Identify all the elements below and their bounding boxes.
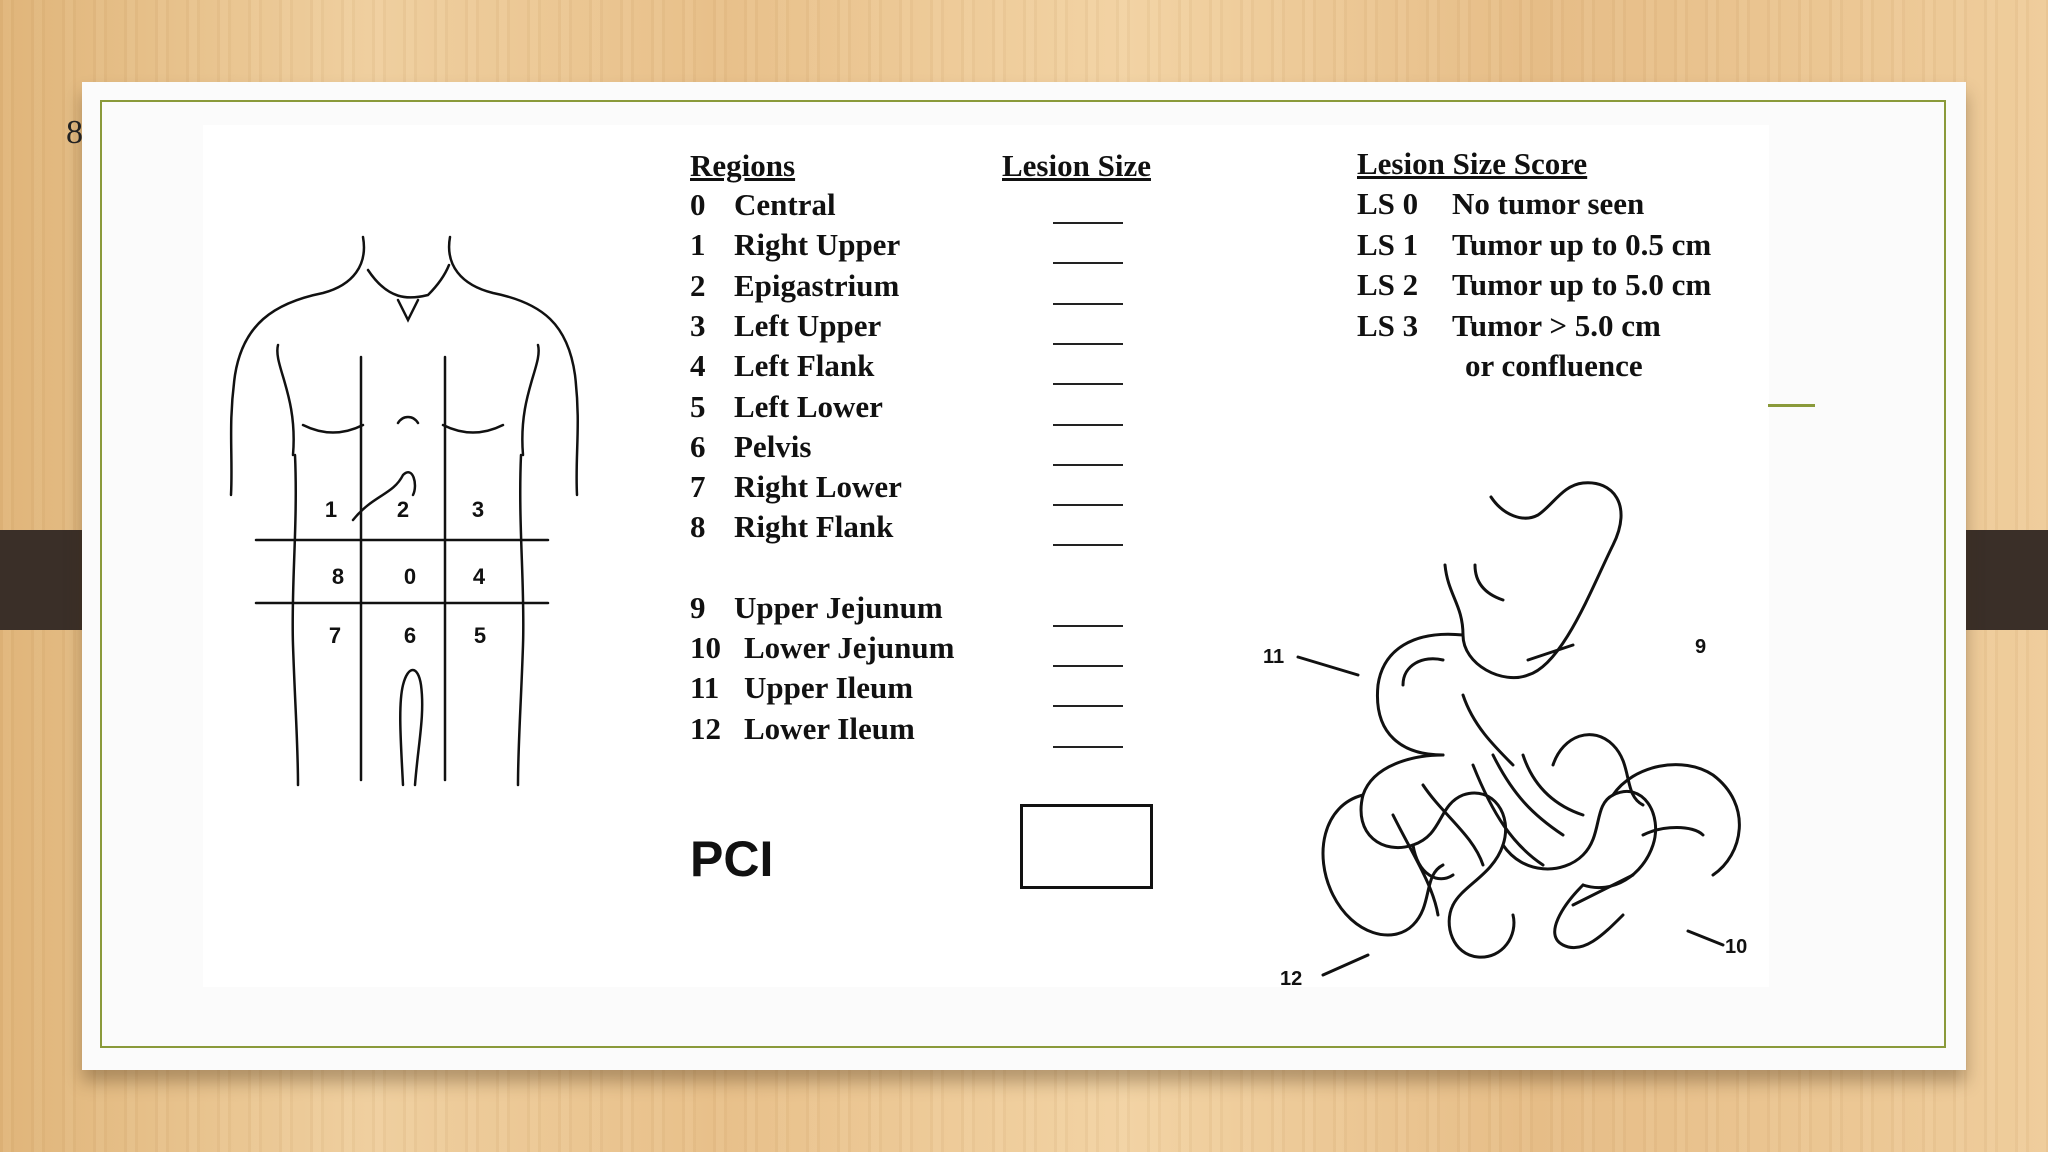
- lesion-size-blank[interactable]: [1053, 624, 1123, 627]
- score-description: No tumor seen: [1452, 186, 1645, 221]
- region-number: 6: [690, 428, 706, 464]
- score-description: Tumor > 5.0 cm: [1452, 307, 1661, 343]
- lesion-size-blank[interactable]: [1053, 342, 1123, 345]
- score-description: Tumor up to 0.5 cm: [1452, 226, 1712, 262]
- bowel-label-12: 12: [1280, 968, 1302, 990]
- bowel-label-10: 10: [1725, 936, 1747, 958]
- region-name: Right Flank: [734, 509, 894, 545]
- torso-label-2: 2: [397, 497, 409, 522]
- region-number: 5: [690, 388, 706, 424]
- score-code: LS 2: [1357, 267, 1419, 302]
- lesion-size-heading: Lesion Size: [1002, 148, 1151, 183]
- lesion-size-blank[interactable]: [1053, 302, 1123, 305]
- region-number: 12: [690, 710, 721, 746]
- slide-frame: [100, 100, 1946, 1048]
- torso-label-4: 4: [473, 564, 486, 589]
- page-number: 8: [66, 114, 83, 151]
- torso-label-6: 6: [404, 623, 416, 648]
- pci-figure: 1 2 3 8 0 4 7 6 5: [203, 125, 1769, 990]
- bowel-label-11: 11: [1263, 646, 1284, 668]
- pci-label: PCI: [690, 831, 774, 887]
- region-name: Upper Ileum: [744, 670, 914, 706]
- torso-label-5: 5: [474, 623, 486, 648]
- region-name: Lower Jejunum: [744, 630, 955, 665]
- small-bowel-diagram: 11 9 12 10: [1263, 481, 1747, 990]
- region-name: Left Flank: [734, 348, 875, 384]
- region-number: 0: [690, 187, 706, 222]
- accent-line: [1768, 404, 1815, 407]
- score-code: LS 0: [1357, 186, 1419, 221]
- region-number: 9: [690, 589, 706, 625]
- lesion-size-blank[interactable]: [1053, 222, 1123, 224]
- pci-score-box: [1020, 804, 1153, 889]
- lesion-size-blank[interactable]: [1053, 423, 1123, 426]
- region-number: 2: [690, 267, 706, 303]
- score-code: LS 3: [1357, 307, 1419, 343]
- score-code: LS 1: [1357, 226, 1419, 262]
- region-number: 11: [690, 670, 720, 706]
- lesion-size-blank[interactable]: [1053, 504, 1123, 507]
- region-number: 1: [690, 227, 706, 263]
- bowel-label-9: 9: [1695, 636, 1706, 658]
- score-description: Tumor up to 5.0 cm: [1452, 267, 1712, 302]
- region-name: Epigastrium: [734, 267, 900, 303]
- region-name: Right Upper: [734, 227, 901, 263]
- torso-diagram: 1 2 3 8 0 4 7 6 5: [229, 235, 579, 787]
- lesion-size-blank[interactable]: [1053, 665, 1123, 667]
- region-number: 7: [690, 469, 706, 505]
- region-name: Left Upper: [734, 307, 882, 343]
- torso-label-0: 0: [404, 564, 416, 589]
- region-number: 10: [690, 630, 721, 665]
- region-number: 8: [690, 509, 706, 545]
- lesion-size-blank[interactable]: [1053, 544, 1123, 547]
- region-name: Left Lower: [734, 388, 883, 424]
- region-number: 4: [690, 348, 706, 384]
- region-name: Pelvis: [734, 428, 812, 464]
- torso-label-3: 3: [472, 497, 484, 522]
- region-name: Central: [734, 187, 836, 222]
- region-name: Right Lower: [734, 469, 902, 505]
- region-number: 3: [690, 307, 706, 343]
- lesion-size-blank[interactable]: [1053, 745, 1123, 748]
- torso-label-7: 7: [329, 623, 341, 648]
- torso-label-8: 8: [332, 564, 344, 589]
- region-name: Lower Ileum: [744, 710, 915, 746]
- region-name: Upper Jejunum: [734, 589, 943, 625]
- torso-label-1: 1: [325, 497, 337, 522]
- score-continuation: or confluence: [1465, 348, 1643, 383]
- lesion-size-blank[interactable]: [1053, 463, 1123, 466]
- lesion-size-score-heading: Lesion Size Score: [1357, 146, 1588, 181]
- lesion-size-blank[interactable]: [1053, 262, 1123, 265]
- regions-heading: Regions: [690, 148, 796, 183]
- lesion-size-blank[interactable]: [1053, 383, 1123, 386]
- lesion-size-blank[interactable]: [1053, 705, 1123, 708]
